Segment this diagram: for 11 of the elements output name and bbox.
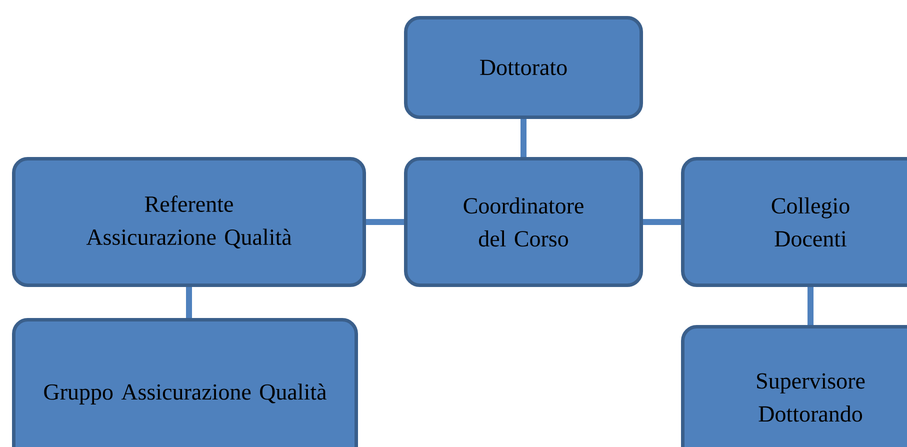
org-box: Supervisore Dottorando — [681, 325, 907, 447]
connector-line — [808, 287, 814, 325]
org-box: Dottorato — [404, 16, 643, 119]
org-box: Gruppo Assicurazione Qualità — [12, 318, 358, 447]
connector-line — [366, 219, 404, 225]
connector-line — [643, 219, 681, 225]
org-box: Referente Assicurazione Qualità — [12, 157, 366, 287]
connector-line — [186, 287, 192, 318]
org-box: Collegio Docenti — [681, 157, 907, 287]
org-box: Coordinatore del Corso — [404, 157, 643, 287]
connector-line — [520, 119, 526, 157]
